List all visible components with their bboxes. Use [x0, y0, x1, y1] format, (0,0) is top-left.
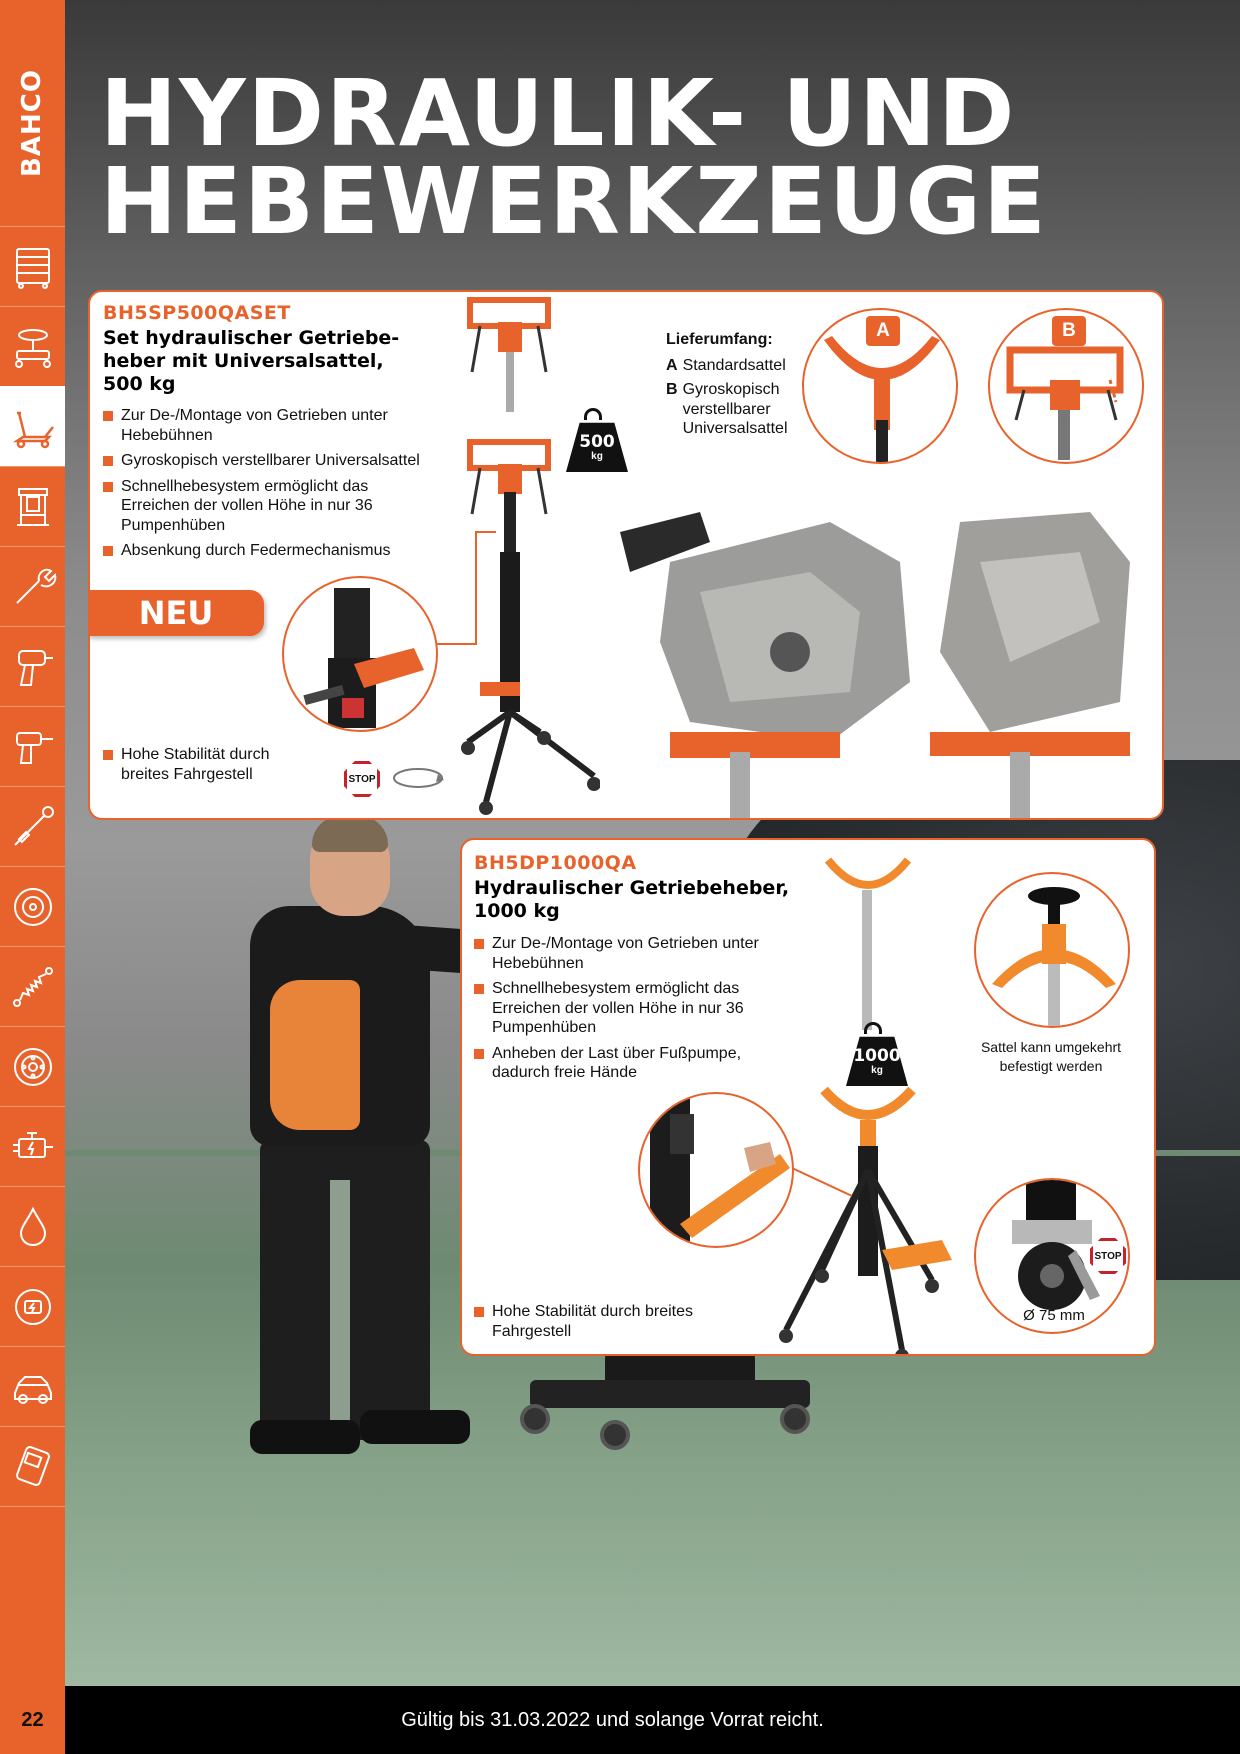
press-icon [16, 487, 49, 526]
wrench-icon [15, 568, 56, 604]
wheel-diameter-caption: Ø 75 mm [1023, 1307, 1085, 1324]
car-icon [13, 1375, 52, 1404]
nav-spacer [0, 1506, 65, 1686]
product-sku: BH5SP500QASET [103, 302, 291, 324]
stability-feature: Hohe Stabilität durch breites Fahrgestel… [103, 745, 303, 784]
gearbox-on-jack-image [620, 512, 1130, 818]
weight-hook [584, 408, 602, 420]
oil-drop-icon [19, 1206, 46, 1246]
nav-drill[interactable] [0, 706, 65, 786]
scope-item-b: B Gyroskopisch verstellbarer Universalsa… [666, 381, 788, 437]
nav-impact-wrench[interactable] [0, 626, 65, 706]
weight-hook [864, 1022, 882, 1034]
list-item: Gyroskopisch verstellbarer Universalsatt… [103, 451, 433, 471]
rotate-arrow-icon [393, 768, 444, 788]
page-headline: HYDRAULIK- UND HEBEWERKZEUGE [100, 60, 1200, 255]
nav-stool[interactable] [0, 306, 65, 386]
product-sku: BH5DP1000QA [474, 852, 637, 874]
product-card-bh5dp1000qa[interactable]: BH5DP1000QA Hydraulischer Getriebeheber,… [460, 838, 1156, 1356]
list-item: Schnellhebesystem ermöglicht das Erreich… [103, 477, 433, 536]
universal-saddle-image: B [988, 308, 1144, 464]
nav-floor-jack[interactable] [0, 386, 65, 466]
reversible-saddle-drawing [992, 887, 1116, 1026]
product-title: Hydraulischer Getriebeheber, 1000 kg [474, 877, 790, 922]
saddle-caption: Sattel kann umgekehrt befestigt werden [980, 1039, 1122, 1074]
new-badge: NEU [90, 590, 264, 636]
nav-diagnostic[interactable] [0, 1426, 65, 1506]
mechanic-figure [160, 816, 585, 1460]
product-title: Set hydraulischer Getriebe- heber mit Un… [103, 327, 400, 395]
drill-icon [15, 731, 53, 764]
handle-detail-drawing [303, 588, 424, 728]
list-item: Zur De-/Montage von Getrieben unter Hebe… [103, 406, 433, 445]
foot-pump-detail-drawing [650, 1094, 790, 1246]
nav-brake-disc[interactable] [0, 1026, 65, 1106]
nav-oil[interactable] [0, 1186, 65, 1266]
nav-press[interactable] [0, 466, 65, 546]
impact-wrench-icon [17, 649, 53, 686]
nav-wrench[interactable] [0, 546, 65, 626]
caster-wheel-drawing [1012, 1180, 1100, 1310]
standard-saddle-drawing [824, 336, 940, 462]
category-sidebar: BAHCO 22 [0, 0, 65, 1754]
stability-feature: Hohe Stabilität durch breites Fahrgestel… [474, 1302, 734, 1341]
nav-tool-cabinet[interactable] [0, 226, 65, 306]
wheel-icon [13, 887, 52, 926]
stop-brake-icon: STOP [344, 761, 380, 797]
list-item: Zur De-/Montage von Getrieben unter Hebe… [474, 934, 774, 973]
stop-brake-icon: STOP [1090, 1238, 1126, 1274]
nav-engine[interactable] [0, 1106, 65, 1186]
engine-icon [12, 1131, 53, 1158]
stool-icon [14, 328, 51, 368]
scope-of-delivery: Lieferumfang: A Standardsattel B Gyrosko… [666, 330, 806, 439]
shock-absorber-icon [12, 966, 53, 1007]
list-item: Absenkung durch Federmechanismus [103, 541, 433, 561]
brake-disc-icon [13, 1047, 52, 1086]
reversible-saddle-image [974, 872, 1130, 1028]
torque-wrench-icon [13, 805, 54, 846]
handle-detail-image [282, 576, 438, 732]
caster-wheel-image: STOP Ø 75 mm [974, 1178, 1130, 1334]
nav-battery[interactable] [0, 1266, 65, 1346]
battery-cycle-icon [14, 1288, 51, 1325]
product-card-bh5sp500qaset[interactable]: BH5SP500QASET Set hydraulischer Getriebe… [88, 290, 1164, 820]
page-number: 22 [21, 1708, 44, 1731]
headline-line-1: HYDRAULIK- UND [100, 60, 1017, 167]
validity-footer: Gültig bis 31.03.2022 und solange Vorrat… [65, 1686, 1240, 1754]
floor-jack-icon [12, 411, 54, 448]
foot-pump-detail-image [638, 1092, 794, 1248]
diagnostic-device-icon [15, 1445, 50, 1486]
universal-saddle-drawing [1006, 346, 1124, 460]
brand-logo: BAHCO [17, 69, 48, 177]
transmission-jack-1000-image [779, 857, 952, 1354]
standard-saddle-image: A [802, 308, 958, 464]
transmission-jack-500-image [461, 297, 600, 815]
nav-torque-wrench[interactable] [0, 786, 65, 866]
list-item: Schnellhebesystem ermöglicht das Erreich… [474, 979, 774, 1038]
nav-car[interactable] [0, 1346, 65, 1426]
tool-cabinet-icon [15, 247, 50, 289]
nav-wheel[interactable] [0, 866, 65, 946]
badge-a: A [866, 316, 900, 346]
headline-line-2: HEBEWERKZEUGE [100, 148, 1048, 255]
detail-connector-line [436, 531, 496, 645]
nav-shock-absorber[interactable] [0, 946, 65, 1026]
feature-list: Zur De-/Montage von Getrieben unter Hebe… [103, 406, 433, 567]
scope-item-a: A Standardsattel [666, 356, 786, 374]
detail-connector-line [792, 1167, 852, 1197]
feature-list: Zur De-/Montage von Getrieben unter Hebe… [474, 934, 774, 1089]
badge-b: B [1052, 316, 1086, 346]
list-item: Anheben der Last über Fußpumpe, dadurch … [474, 1044, 774, 1083]
